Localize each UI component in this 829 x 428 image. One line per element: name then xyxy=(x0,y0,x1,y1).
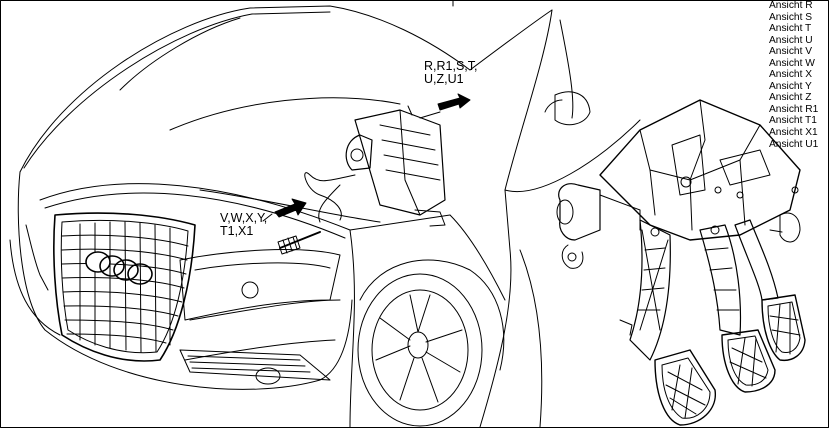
view-list-item: Ansicht R xyxy=(769,0,813,11)
view-list-item: Ansicht S xyxy=(769,11,813,23)
view-list-item: Ansicht X1 xyxy=(769,127,818,139)
audi-ring-1 xyxy=(85,251,111,273)
view-list-item: Ansicht Z xyxy=(769,92,812,104)
callout-lower-line2: T1,X1 xyxy=(220,224,254,238)
view-list-item: Ansicht U xyxy=(769,34,813,46)
callout-lower-views: V,W,X,Y, T1,X1 xyxy=(220,212,267,238)
view-list-item: Ansicht U1 xyxy=(769,138,819,150)
pedal-assembly-installed xyxy=(277,105,446,255)
callout-upper-views: R,R1,S,T, U,Z,U1 xyxy=(424,60,478,86)
clutch-boot xyxy=(277,235,301,255)
audi-ring-3 xyxy=(113,259,139,281)
single-frame-grille xyxy=(53,212,196,362)
view-list-item: Ansicht T xyxy=(769,23,812,35)
view-list-item: Ansicht Y xyxy=(769,80,812,92)
car-body xyxy=(9,5,641,428)
front-wheel xyxy=(357,273,483,427)
view-list: Ansicht R Ansicht S Ansicht T Ansicht U … xyxy=(769,0,818,150)
view-list-item: Ansicht T1 xyxy=(769,115,817,127)
fog-light-grille xyxy=(179,349,331,381)
view-list-item: Ansicht R1 xyxy=(769,103,819,115)
clutch-pedal xyxy=(629,219,671,361)
view-list-item: Ansicht W xyxy=(769,57,815,69)
callout-lower-line1: V,W,X,Y, xyxy=(220,211,268,225)
audi-ring-2 xyxy=(99,255,125,277)
audi-ring-4 xyxy=(127,263,153,285)
view-list-item: Ansicht V xyxy=(769,46,813,58)
arrow-lower xyxy=(274,198,307,218)
callout-upper-line2: U,Z,U1 xyxy=(424,72,464,86)
brake-pedal xyxy=(699,224,742,336)
callout-upper-line1: R,R1,S,T, xyxy=(424,59,478,73)
pedal-box-detail xyxy=(556,99,806,426)
arrow-upper xyxy=(437,93,471,111)
view-list-item: Ansicht X xyxy=(769,69,813,81)
